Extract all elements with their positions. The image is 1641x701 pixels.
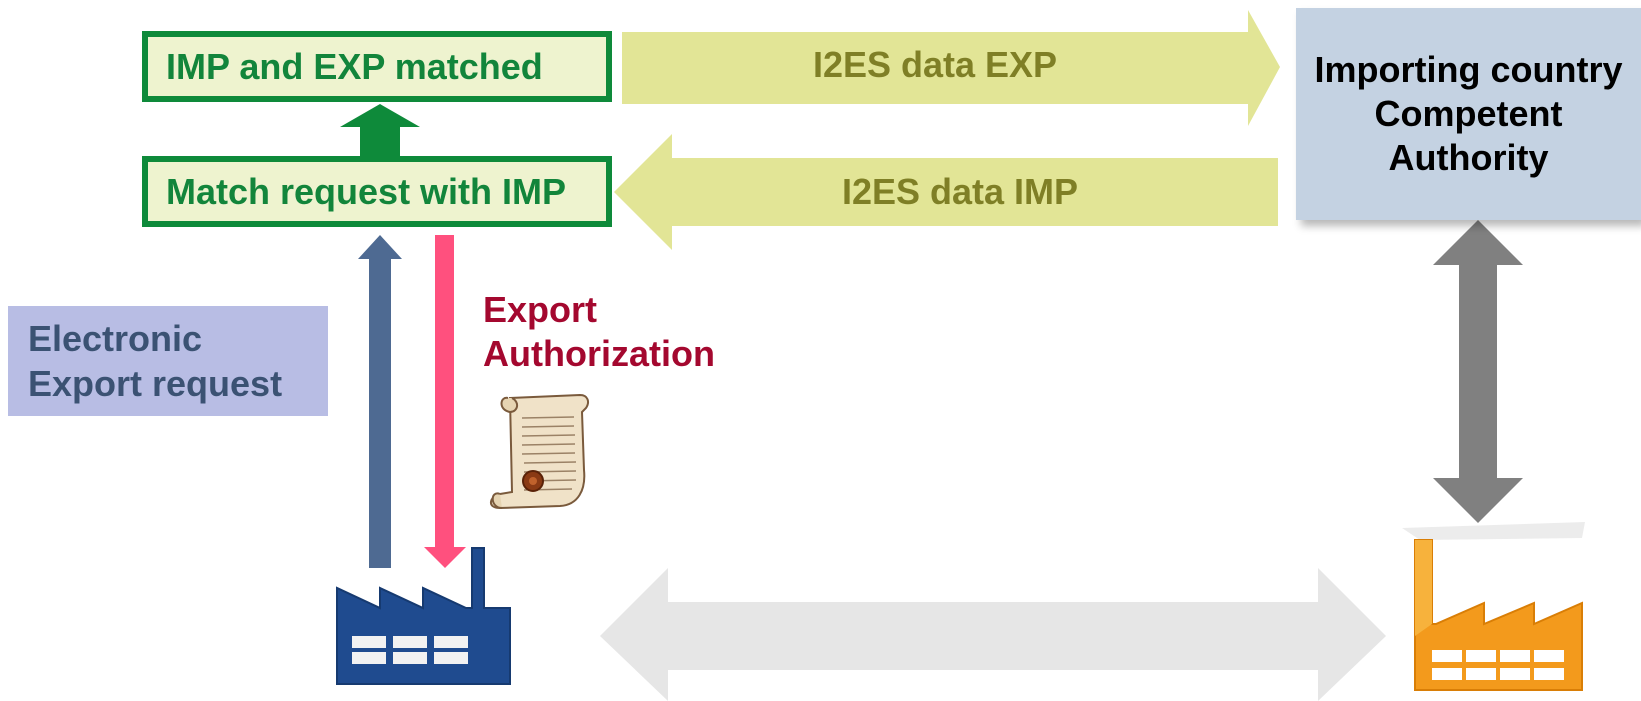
request-up-arrow <box>358 235 402 568</box>
importer-factory-icon <box>1402 522 1585 691</box>
export-authorization-label: Export Authorization <box>483 288 743 376</box>
exporter-importer-double-arrow <box>600 568 1386 701</box>
data-imp-arrow <box>614 134 1278 250</box>
request-line-2: Export request <box>28 363 283 404</box>
match-request-label: Match request with IMP <box>166 170 567 212</box>
exporter-factory-icon <box>336 547 511 685</box>
data-exp-label: I2ES data EXP <box>812 44 1058 85</box>
match-up-arrow <box>340 104 420 156</box>
data-imp-label: I2ES data IMP <box>841 171 1079 212</box>
authority-line-2: Competent <box>1374 93 1563 134</box>
authority-line-3: Authority <box>1388 137 1549 178</box>
authority-importer-double-arrow <box>1433 220 1523 523</box>
match-request-box: Match request with IMP <box>142 156 612 227</box>
electronic-export-request-box: Electronic Export request <box>8 306 328 416</box>
authority-line-1: Importing country <box>1314 49 1623 90</box>
data-exp-arrow <box>622 10 1280 126</box>
imp-exp-matched-label: IMP and EXP matched <box>166 45 543 87</box>
imp-exp-matched-box: IMP and EXP matched <box>142 31 612 102</box>
importing-authority-box: Importing country Competent Authority <box>1296 8 1641 220</box>
request-line-1: Electronic <box>28 318 203 359</box>
authorization-line-2: Authorization <box>483 333 715 374</box>
authorization-line-1: Export <box>483 289 598 330</box>
authorization-down-arrow <box>424 235 466 568</box>
scroll-certificate-icon <box>490 393 589 510</box>
